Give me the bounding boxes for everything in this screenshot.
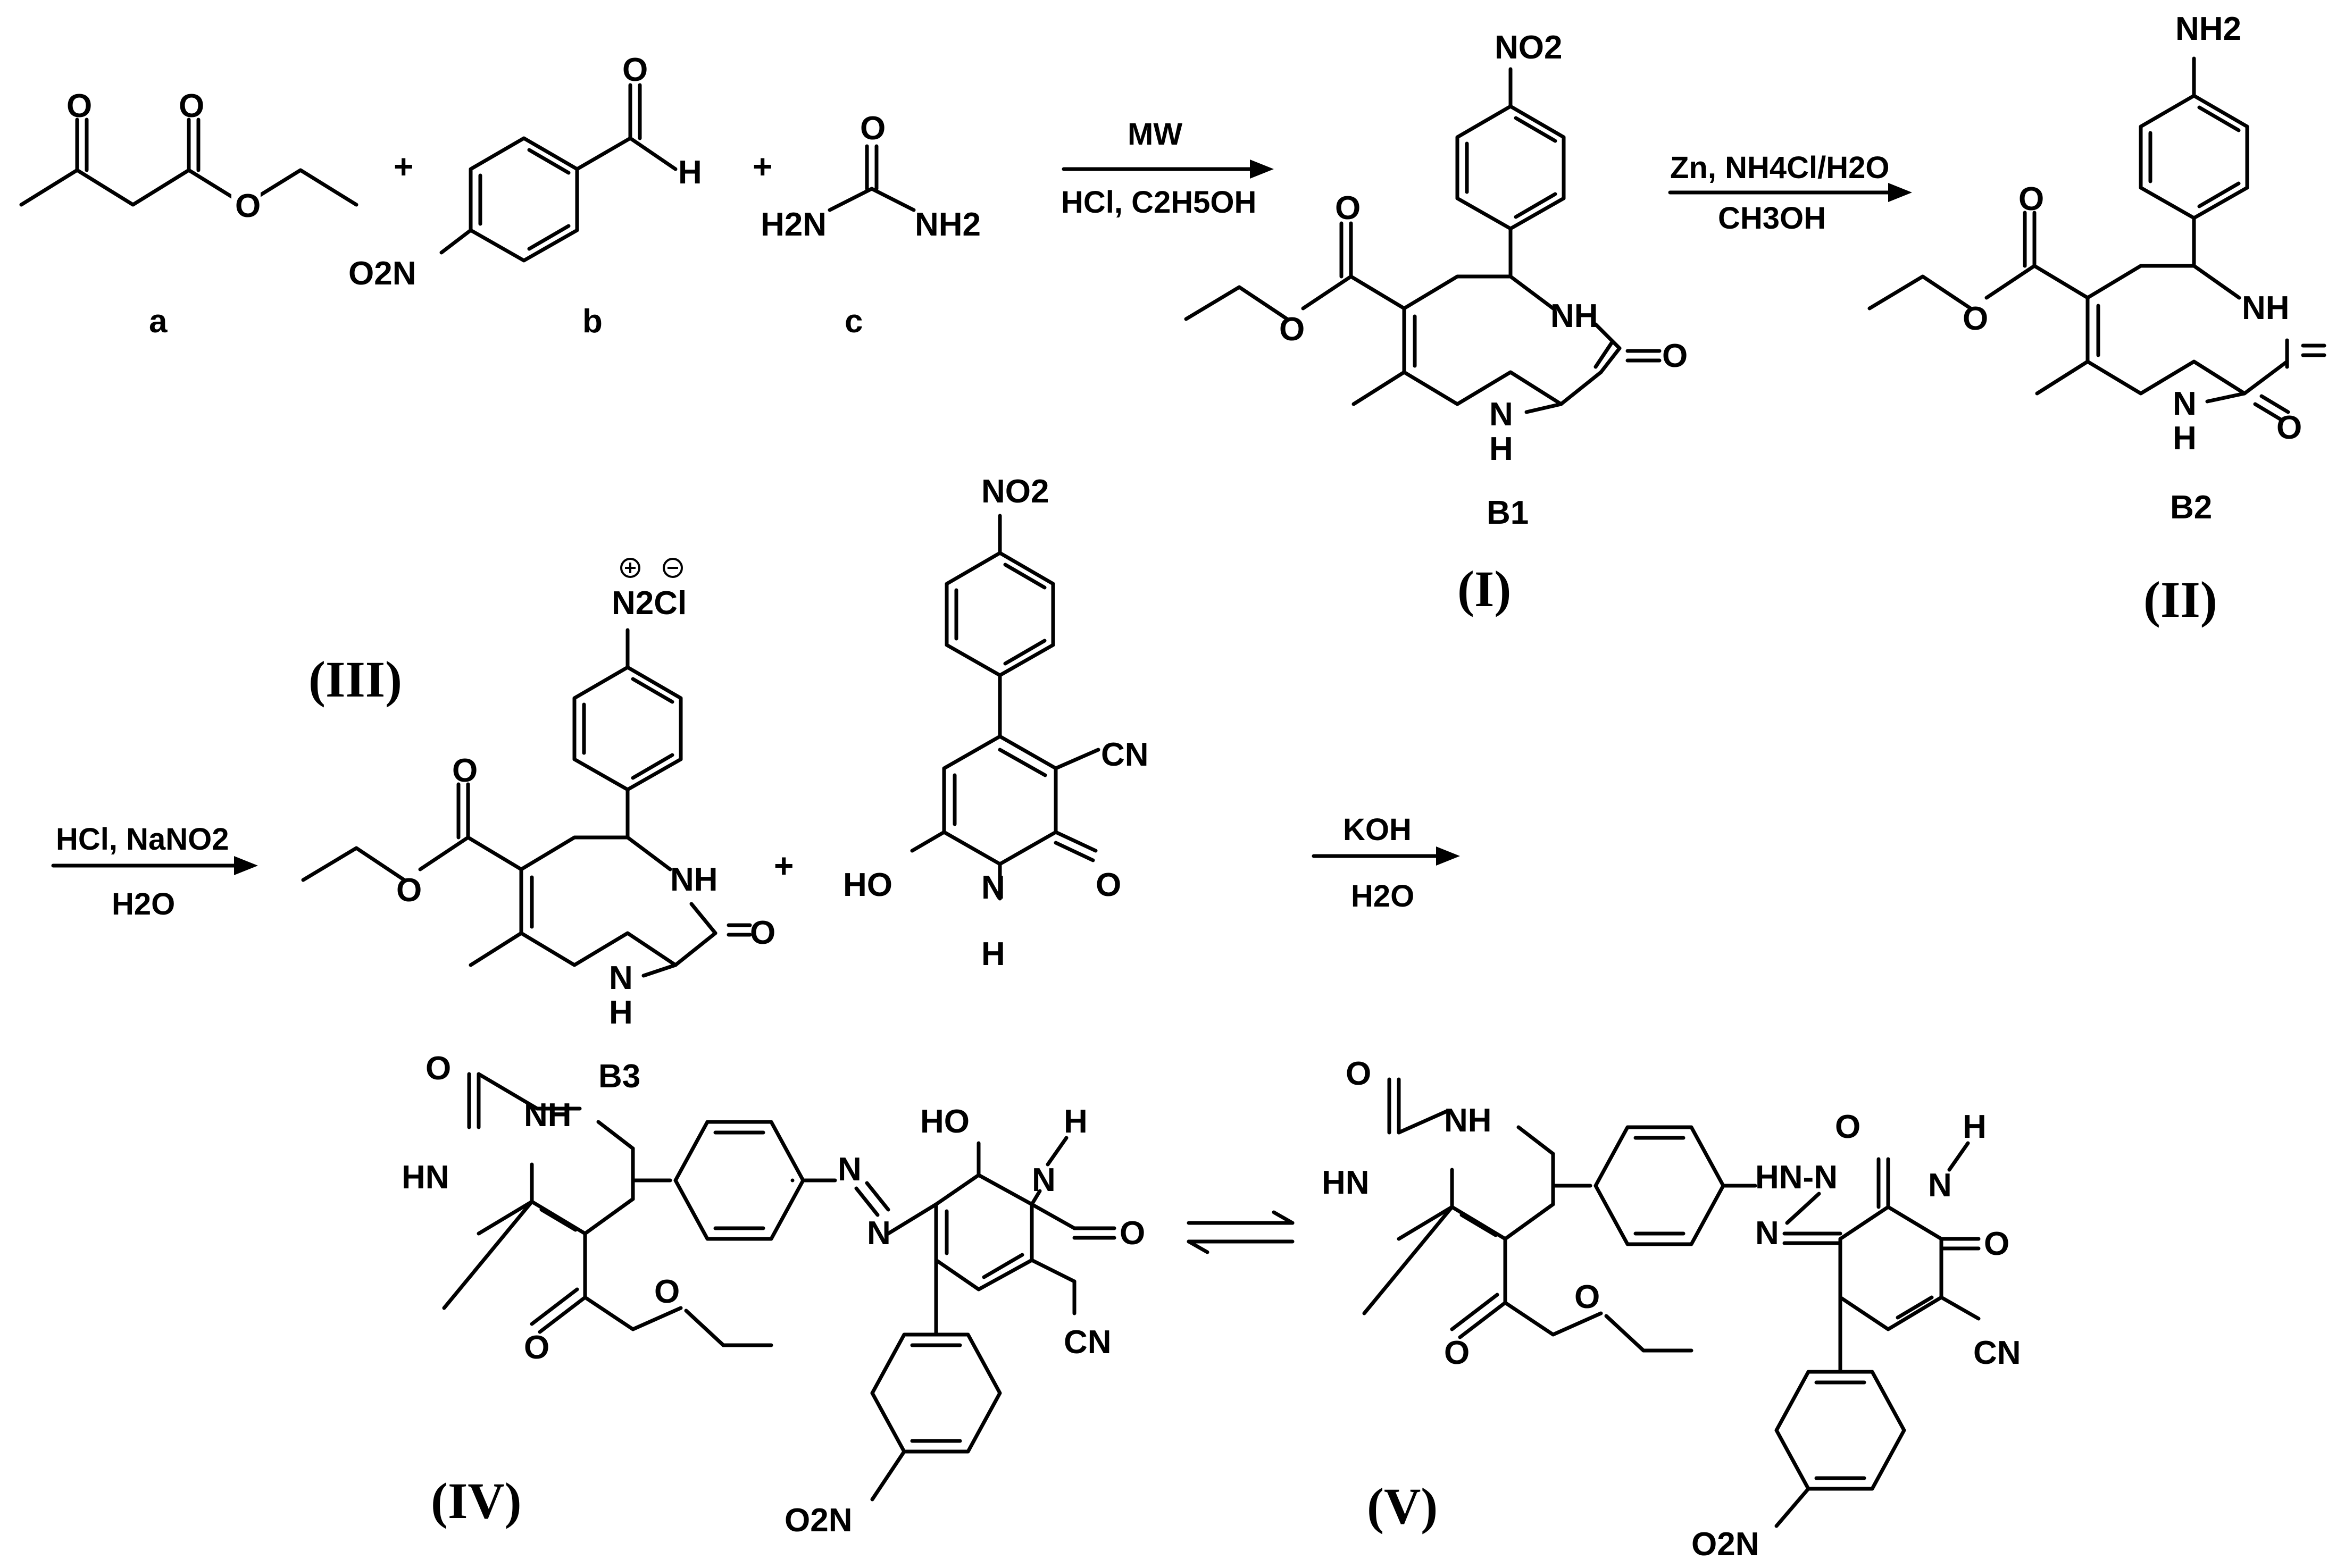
compound-label-c: c [845,303,863,340]
atom-o: O [2276,409,2302,446]
plus-sign: + [753,147,772,186]
atom-o: O [1096,867,1121,903]
compound-roman-iii: (III) [308,651,402,708]
amino-group: NH2 [2175,11,2241,47]
atom-hn: HN [402,1159,449,1196]
condition-above: Zn, NH4Cl/H2O [1670,150,1890,185]
amino-group: H2N [761,206,827,243]
atom-o: O [1963,300,1988,337]
atom-n: N [2173,385,2197,422]
atom-h: H [1064,1103,1088,1140]
plus-sign: + [774,846,794,885]
compound-label-a: a [149,303,168,340]
nitro-group: O2N [1691,1526,1759,1563]
atom-n: N [1032,1162,1056,1198]
atom-o: O [622,52,648,88]
compound-roman-ii: (II) [2143,571,2217,628]
diazonium-chloride: N2Cl [612,585,687,622]
compound-roman-iv: (IV) [431,1472,522,1529]
atom-o: O [1984,1226,2009,1262]
cyano-group: CN [1064,1324,1112,1361]
condition-above: KOH [1343,812,1412,847]
atom-o: O [425,1050,451,1087]
atom-o: O [452,752,478,789]
condition-below: CH3OH [1718,201,1826,236]
atom-o: O [750,915,775,951]
condition-above: MW [1128,117,1182,152]
compound-roman-v: (V) [1367,1478,1438,1535]
atom-nh: NH [670,861,718,898]
compound-code-b1: B1 [1487,494,1529,531]
hydroxy-group: HO [920,1103,970,1140]
compound-b3: N2Cl O O NH O N H B3 [301,558,775,1095]
reactant-a: O O O a [19,88,358,340]
atom-n: N [838,1151,862,1188]
amino-group: NH2 [915,206,981,243]
atom-nh: NH [524,1097,572,1134]
atom-o: O [1120,1215,1145,1252]
reaction-arrow-4: KOH H2O [1312,812,1460,913]
condition-below: HCl, C2H5OH [1061,185,1256,220]
atom-n: N [1489,396,1513,433]
atom-o: O [1279,311,1305,348]
compound-roman-i: (I) [1457,560,1511,617]
atom-nh: NH [1550,298,1598,334]
compound-iv: O NH HN O O N N HO N H O CN [402,1050,1145,1539]
compound-code-b3: B3 [598,1058,640,1095]
compound-b1: NO2 O O NH O N H B1 (I) [1184,29,1688,617]
cyano-group: CN [1973,1335,2021,1371]
nitro-group: O2N [348,255,416,292]
atom-o: O [1835,1109,1860,1145]
equilibrium-arrows [1187,1210,1295,1254]
atom-o: O [1444,1335,1470,1371]
condition-above: HCl, NaNO2 [56,822,229,857]
reaction-arrow-1: MW HCl, C2H5OH [1061,117,1274,220]
compound-v: O NH HN O O HN-N N O N H O CN [1322,1055,2021,1563]
atom-o: O [524,1329,549,1366]
compound-b2: NH2 O O NH O N H B2 (II) [1867,11,2326,628]
atom-o: O [235,188,261,224]
hydroxy-group: HO [843,867,892,903]
atom-n: N [981,869,1005,906]
plus-sign: + [394,147,413,186]
reactant-b: O H O2N b [348,52,702,340]
atom-n: N [1928,1167,1952,1204]
atom-o: O [1346,1055,1371,1092]
atom-n: N [1755,1215,1779,1252]
atom-o: O [860,110,886,147]
nitro-group: NO2 [981,473,1049,510]
atom-o: O [2018,181,2044,217]
nitro-group: O2N [785,1502,852,1539]
reaction-arrow-3: HCl, NaNO2 H2O [51,822,258,921]
reaction-arrow-2: Zn, NH4Cl/H2O CH3OH [1668,150,1912,236]
compound-code-b2: B2 [2170,489,2212,526]
atom-h: H [1963,1109,1987,1145]
hydrazone-nh: HN-N [1755,1159,1838,1196]
atom-nh: NH [1444,1102,1492,1139]
nitro-group: NO2 [1495,29,1562,66]
atom-h: H [1489,431,1513,467]
atom-nh: NH [2242,290,2290,326]
atom-hn: HN [1322,1164,1370,1201]
condition-below: H2O [1351,879,1414,913]
atom-o: O [654,1273,680,1310]
atom-h: H [2173,420,2197,457]
atom-o: O [179,88,204,124]
pyridone-reactant: NO2 CN O HO N H [843,473,1149,972]
atom-o: O [396,872,422,909]
cyano-group: CN [1101,736,1149,773]
atom-o: O [1335,190,1361,227]
atom-o: O [1574,1279,1600,1315]
compound-label-b: b [582,303,603,340]
atom-n: N [609,960,633,996]
atom-o: O [1662,338,1688,374]
atom-h: H [981,936,1005,972]
atom-h: H [609,994,633,1031]
atom-o: O [66,88,92,124]
reactant-c: O H2N NH2 c [761,110,981,340]
condition-below: H2O [112,887,175,921]
atom-h: H [678,154,702,191]
